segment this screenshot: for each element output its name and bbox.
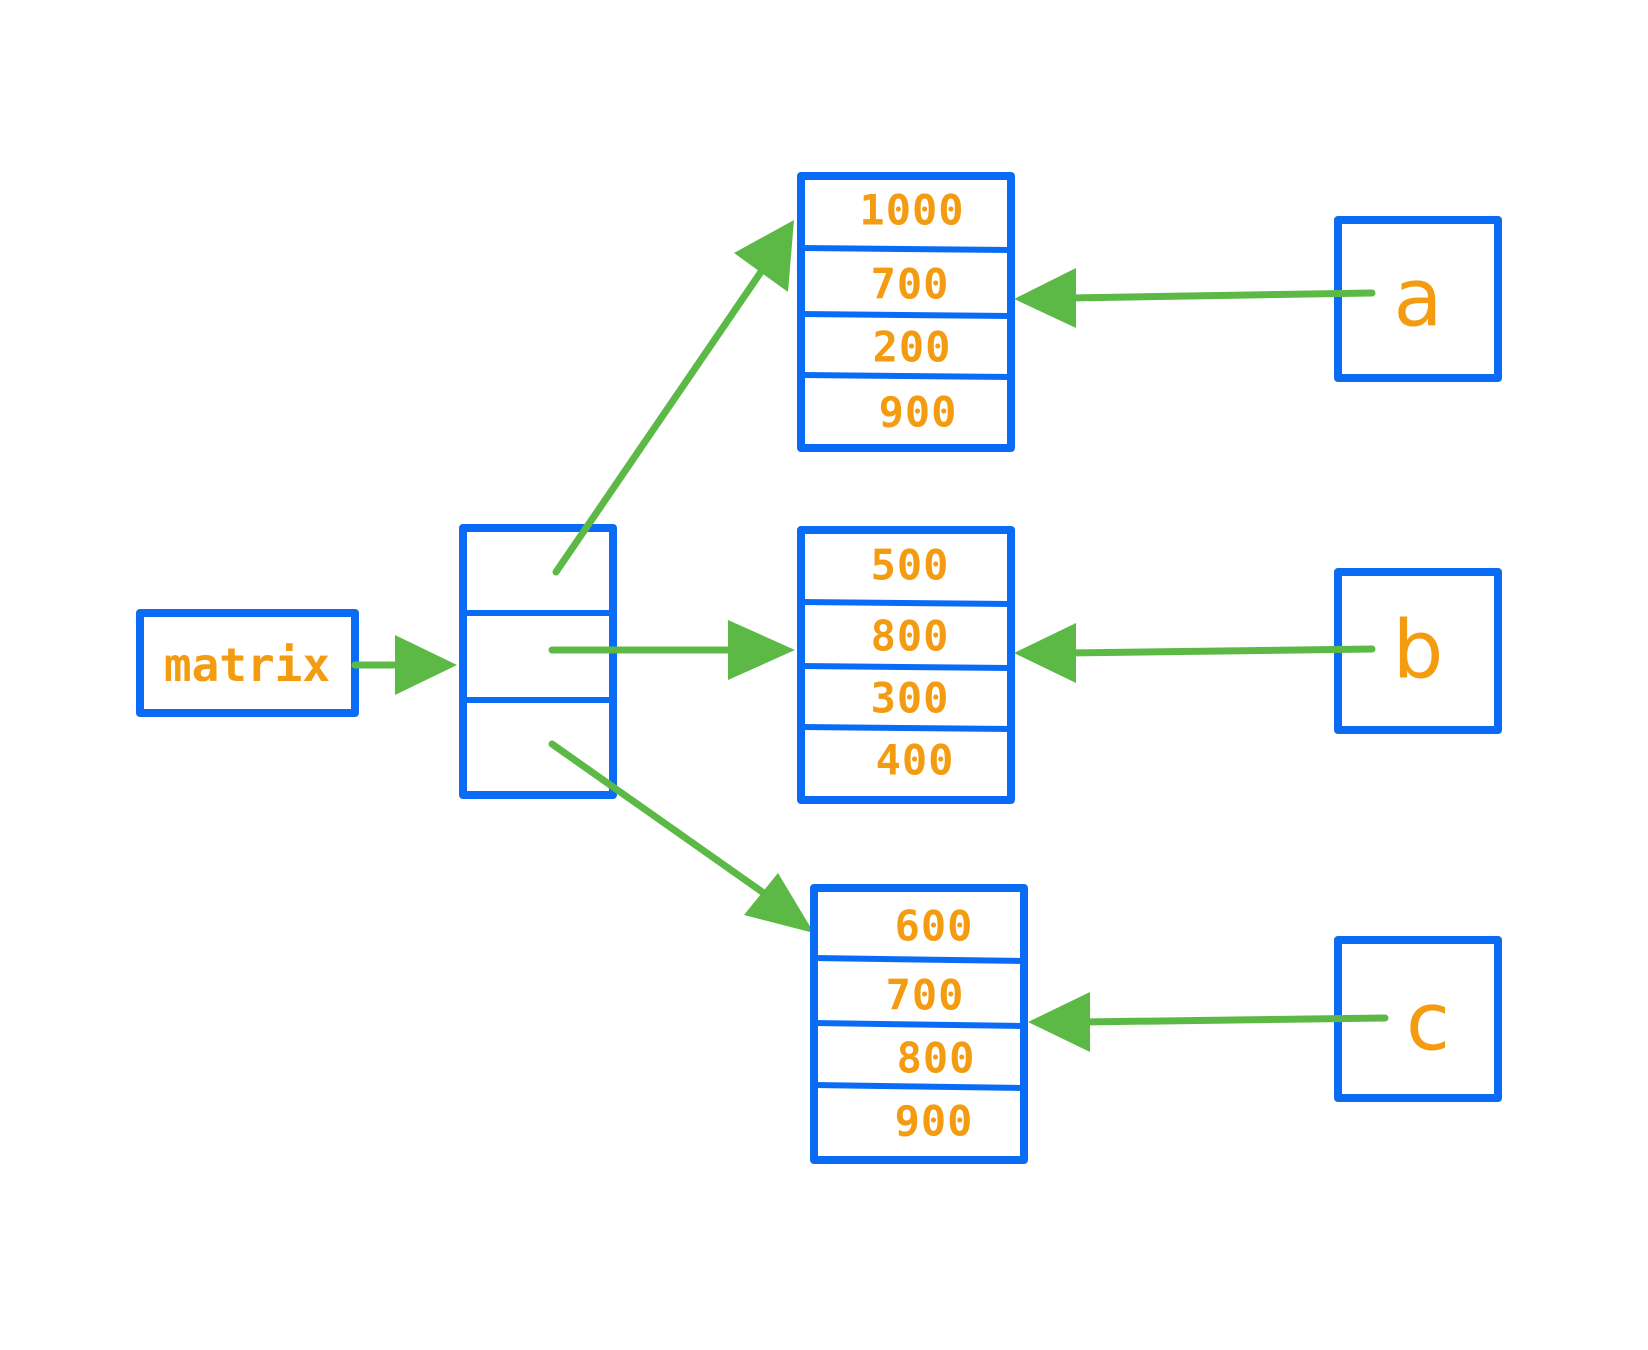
cell-value: 900 — [895, 1097, 974, 1146]
outer-array-box — [459, 524, 617, 799]
inner-array-divider — [798, 724, 1014, 732]
arrow-slot1-to-row1 — [548, 620, 795, 680]
variable-label: c — [1406, 976, 1450, 1069]
outer-array — [459, 524, 617, 799]
inner-array-divider — [798, 245, 1014, 253]
cell-value: 200 — [873, 323, 952, 372]
arrow-a-to-row0 — [1014, 268, 1376, 328]
cell-value: 500 — [871, 541, 950, 590]
cell-value: 300 — [871, 674, 950, 723]
cell-value: 700 — [871, 260, 950, 309]
cell-value: 600 — [895, 902, 974, 951]
inner-array-divider — [798, 663, 1014, 671]
arrow-b-to-row1 — [1014, 623, 1376, 683]
arrow-slot0-to-row0 — [552, 220, 794, 576]
arrow-slot2-to-row2 — [548, 740, 814, 933]
inner-array-1: 500 800 300 400 — [797, 526, 1015, 804]
cell-value: 700 — [886, 971, 965, 1020]
inner-array-divider — [798, 311, 1014, 319]
inner-array-0: 1000 700 200 900 — [797, 172, 1015, 452]
variable-label: a — [1393, 252, 1442, 345]
variable-box — [1334, 216, 1502, 382]
inner-array-divider — [811, 1020, 1027, 1029]
cell-value: 800 — [871, 612, 950, 661]
variable-a: a — [1334, 216, 1502, 382]
inner-array-divider — [811, 955, 1027, 964]
variable-label: b — [1393, 604, 1444, 697]
cell-value: 900 — [879, 388, 958, 437]
inner-array-divider — [798, 372, 1014, 380]
cell-value: 800 — [897, 1034, 976, 1083]
inner-array-divider — [798, 599, 1014, 607]
arrow-c-to-row2 — [1028, 992, 1389, 1052]
cell-value: 400 — [876, 736, 955, 785]
arrow-matrix-to-outer — [351, 635, 457, 695]
matrix-variable: matrix — [136, 609, 359, 717]
matrix-box — [136, 609, 359, 717]
matrix-label: matrix — [164, 638, 330, 692]
inner-array-2: 600 700 800 900 — [810, 884, 1028, 1164]
inner-array-divider — [811, 1082, 1027, 1091]
cell-value: 1000 — [859, 186, 964, 235]
